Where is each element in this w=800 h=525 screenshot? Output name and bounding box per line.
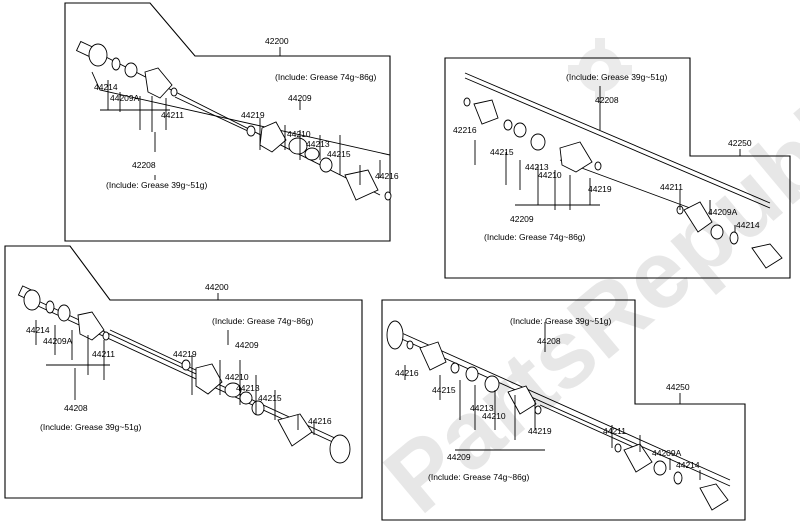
outer-joint	[17, 285, 110, 341]
outer-joint	[75, 40, 178, 99]
inner-joint	[246, 121, 392, 201]
grease-note: (Include: Grease 74g~86g)	[212, 316, 314, 326]
assembly-number: 44250	[666, 382, 690, 392]
part-label: 44208	[64, 403, 88, 413]
part-label: 44215	[490, 147, 514, 157]
part-label: 42209	[510, 214, 534, 224]
part-label: 44215	[432, 385, 456, 395]
watermark: PartsRepublik	[365, 36, 800, 525]
part-label: 44216	[308, 416, 332, 426]
part-label: 44214	[26, 325, 50, 335]
part-label: 44213	[306, 139, 330, 149]
part-label: 44211	[660, 182, 683, 192]
part-label: 44211	[603, 426, 626, 436]
assembly-number: 42250	[728, 138, 752, 148]
part-label: 44213	[236, 383, 260, 393]
part-label: 44209A	[652, 448, 682, 458]
part-label: 44211	[161, 110, 184, 120]
panel-42250: 42250 42208 42216 44215 44213 44210 4421…	[444, 57, 791, 279]
grease-note: (Include: Grease 39g~51g)	[106, 180, 208, 190]
panel-44200: 44200 44214 44209A 44211 44219 44209	[4, 245, 363, 499]
part-label: 44214	[736, 220, 760, 230]
panel-44250: 44250 44208 44216 44215 44213 44210 4421	[381, 299, 746, 521]
part-label: 44214	[94, 82, 118, 92]
part-label: 44213	[525, 162, 549, 172]
part-label: 44214	[676, 460, 700, 470]
part-label: 44209	[235, 340, 259, 350]
part-label: 44219	[173, 349, 197, 359]
part-label: 44216	[395, 368, 419, 378]
assembly-number: 42200	[265, 36, 289, 46]
part-label: 44210	[482, 411, 506, 421]
inner-joint	[181, 359, 351, 464]
part-label: 42208	[595, 95, 619, 105]
panel-42200: 42200 44214 44209A 442	[64, 2, 399, 242]
part-label: 42208	[132, 160, 156, 170]
part-label: 44209A	[110, 93, 140, 103]
grease-note: (Include: Grease 74g~86g)	[484, 232, 586, 242]
grease-note: (Include: Grease 74g~86g)	[275, 72, 377, 82]
part-label: 44216	[375, 171, 399, 181]
part-label: 44209A	[708, 207, 738, 217]
part-label: 44209A	[43, 336, 73, 346]
grease-note: (Include: Grease 39g~51g)	[510, 316, 612, 326]
part-label: 44219	[528, 426, 552, 436]
part-label: 44209	[288, 93, 312, 103]
part-label: 44209	[447, 452, 471, 462]
watermark-text: PartsRepublik	[365, 36, 800, 525]
assembly-number: 44200	[205, 282, 229, 292]
part-label: 44208	[537, 336, 561, 346]
grease-note: (Include: Grease 74g~86g)	[428, 472, 530, 482]
outer-joint	[614, 443, 729, 511]
part-label: 44210	[225, 372, 249, 382]
part-label: 42216	[453, 125, 477, 135]
inner-joint	[463, 97, 602, 173]
part-label: 44215	[327, 149, 351, 159]
grease-note: (Include: Grease 39g~51g)	[566, 72, 668, 82]
part-label: 44211	[92, 349, 115, 359]
part-label: 44210	[538, 170, 562, 180]
part-label: 44213	[470, 403, 494, 413]
part-label: 44219	[241, 110, 265, 120]
outer-joint	[676, 201, 783, 269]
part-label: 44210	[287, 129, 311, 139]
part-label: 44219	[588, 184, 612, 194]
part-label: 44215	[258, 393, 282, 403]
grease-note: (Include: Grease 39g~51g)	[40, 422, 142, 432]
inner-joint	[386, 320, 542, 415]
